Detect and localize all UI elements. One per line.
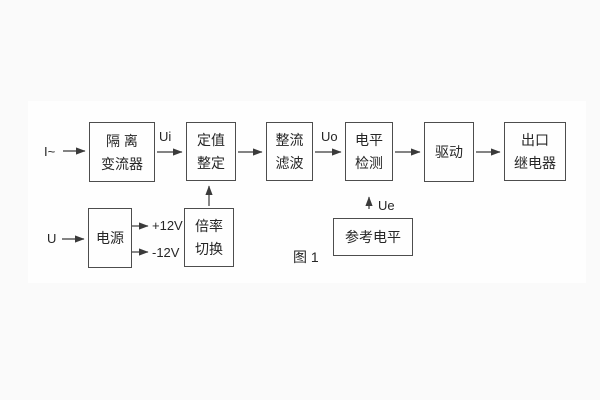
block-rectify-filter: 整流 滤波	[266, 122, 313, 181]
figure-panel	[28, 101, 586, 283]
block-output-relay: 出口 继电器	[504, 122, 566, 181]
label-input-current: I~	[44, 144, 56, 159]
label-ue: Ue	[378, 198, 395, 213]
block-line: 变流器	[101, 155, 143, 172]
label-ui: Ui	[159, 129, 172, 144]
block-line: 整定	[197, 155, 225, 171]
label-input-voltage: U	[47, 231, 57, 246]
block-line: 切换	[195, 241, 223, 257]
label-minus-12v: -12V	[152, 245, 180, 260]
block-line: 检测	[355, 155, 383, 171]
block-isolation-transformer: 隔 离 变流器	[89, 122, 155, 182]
block-line: 滤波	[275, 155, 304, 171]
block-ratio-switch: 倍率 切换	[184, 208, 234, 267]
block-line: 参考电平	[345, 229, 401, 245]
block-line: 电平	[355, 132, 383, 148]
block-drive: 驱动	[424, 122, 474, 182]
block-line: 出口	[521, 132, 549, 148]
block-line: 继电器	[514, 155, 556, 171]
block-line: 整流	[275, 132, 304, 148]
block-level-detect: 电平 检测	[345, 122, 393, 181]
label-uo: Uo	[321, 129, 338, 144]
figure-caption: 图 1	[293, 249, 319, 265]
block-setpoint-adjust: 定值 整定	[186, 122, 236, 181]
block-line: 定值	[197, 132, 225, 148]
block-line: 驱动	[435, 144, 463, 160]
block-line: 隔 离	[106, 132, 138, 149]
block-line: 电源	[96, 230, 124, 246]
block-reference-level: 参考电平	[333, 218, 413, 256]
block-line: 倍率	[195, 218, 223, 234]
label-plus-12v: +12V	[152, 218, 183, 233]
block-power-supply: 电源	[88, 208, 132, 268]
